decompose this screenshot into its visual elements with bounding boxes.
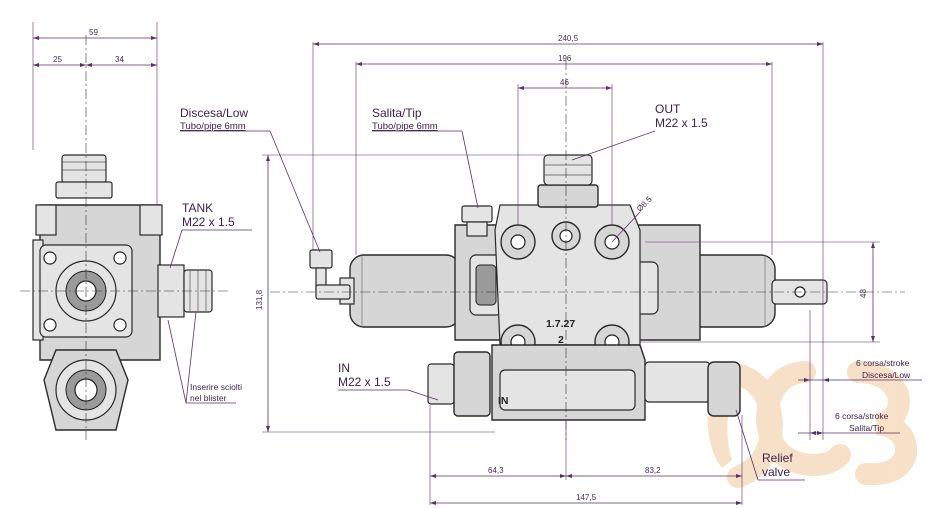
part-number: 1.7.27 <box>546 318 575 330</box>
label-in: IN <box>338 361 350 375</box>
dim-side-right: 34 <box>115 55 124 64</box>
dim-height: 131,8 <box>255 289 264 310</box>
label-discesa-pipe: Tubo/pipe 6mm <box>180 121 246 132</box>
label-salita: Salita/Tip <box>372 106 422 120</box>
front-dimensions: 240,5 196 46 Ø8.5 131,8 48 64,3 <box>255 34 922 505</box>
label-blister-1: Inserire sciolti <box>190 382 242 392</box>
label-stroke-tip-dir: Salita/Tip <box>849 423 884 433</box>
dim-port-spacing: 46 <box>560 78 569 87</box>
dim-in-right: 83,2 <box>645 466 661 475</box>
body-marking-in: IN <box>498 395 509 407</box>
side-dimensions: 59 25 34 <box>32 22 158 205</box>
label-in-thread: M22 x 1.5 <box>338 375 391 389</box>
label-relief: Relief <box>762 451 793 465</box>
label-salita-pipe: Tubo/pipe 6mm <box>372 121 438 132</box>
label-out: OUT <box>655 102 681 116</box>
label-stroke-low-dir: Discesa/Low <box>862 370 911 380</box>
label-discesa: Discesa/Low <box>180 106 248 120</box>
dim-in-left: 64,3 <box>488 466 504 475</box>
dim-side-left: 25 <box>53 55 62 64</box>
annotations: Discesa/Low Tubo/pipe 6mm Salita/Tip Tub… <box>167 102 911 481</box>
dim-spool-width: 196 <box>558 54 572 63</box>
label-tank: TANK <box>182 201 213 215</box>
dim-overall-width: 240,5 <box>558 34 579 43</box>
dim-hole-diameter: Ø8.5 <box>635 194 654 213</box>
label-out-thread: M22 x 1.5 <box>655 116 708 130</box>
label-blister-2: nel blister <box>190 393 227 403</box>
label-stroke-tip: 6 corsa/stroke <box>835 411 889 421</box>
label-tank-thread: M22 x 1.5 <box>182 215 235 229</box>
label-stroke-low: 6 corsa/stroke <box>856 358 910 368</box>
side-view <box>20 35 230 440</box>
front-view: IN 1.7.27 2 <box>270 60 905 440</box>
part-sub-number: 2 <box>558 334 564 346</box>
dim-base-width: 147,5 <box>576 493 597 502</box>
dim-out-to-axis: 48 <box>859 289 868 298</box>
label-relief-valve: valve <box>762 465 790 479</box>
dim-side-total: 59 <box>89 28 98 37</box>
